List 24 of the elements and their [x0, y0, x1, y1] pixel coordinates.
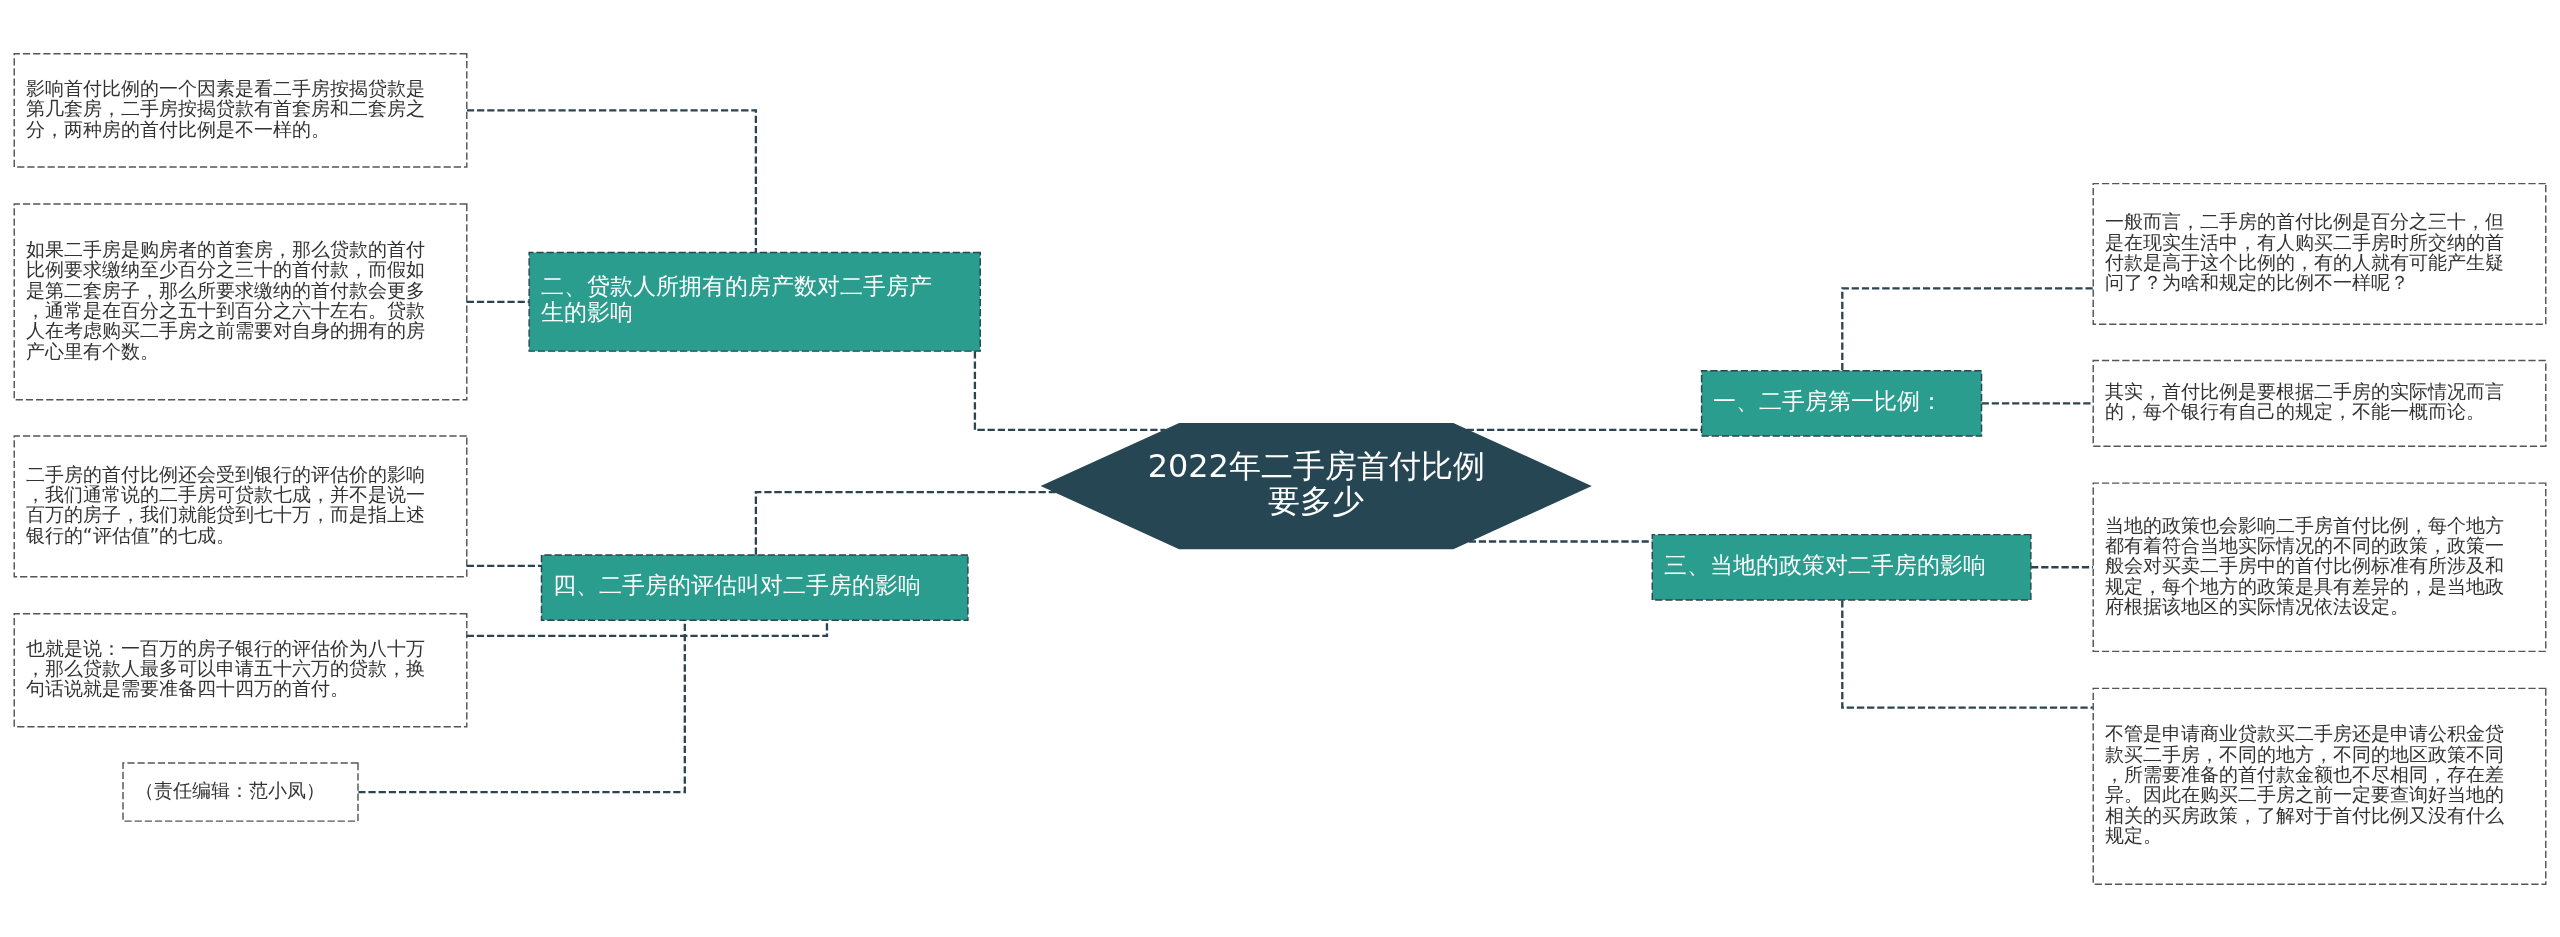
- node-box: 二手房的首付比例还会受到银行的评估价的影响，我们通常说的二手房可贷款七成，并不是说一百万的房子，我们就能贷到七十万，而是指上述银行的“评估值”的七成。: [13, 434, 468, 577]
- connector: [466, 620, 829, 637]
- connector: [1466, 428, 1702, 431]
- node-box: 其实，首付比例是要根据二手房的实际情况而言的，每个银行有自己的规定，不能一概而论。: [2092, 359, 2547, 447]
- node-box: 三、当地的政策对二手房的影响: [1651, 533, 2032, 601]
- node-box: 影响首付比例的一个因素是看二手房按揭贷款是第几套房，二手房按揭贷款有首套房和二套房之分，两种房的首付比例是不一样的。: [13, 52, 468, 168]
- node-box: （责任编辑：范小凤）: [122, 761, 359, 822]
- node-box: 不管是申请商业贷款买二手房还是申请公积金贷款买二手房，不同的地方，不同的地区政策不同，所需要准备的首付款金额也不尽相同，存在差异。因此在购买二手房之前一定要查询好当地的相关的买房政策，了解对于首付比例又没有什么规定。: [2092, 687, 2547, 885]
- node-box: 也就是说：一百万的房子银行的评估价为八十万，那么贷款人最多可以申请五十六万的贷款，换句话说就是需要准备四十四万的首付。: [13, 612, 468, 728]
- node-box: 四、二手房的评估叫对二手房的影响: [540, 553, 969, 621]
- connector: [466, 300, 529, 303]
- node-box: 一般而言，二手房的首付比例是百分之三十，但是在现实生活中，有人购买二手房时所交纳的首付款是高于这个比例的，有的人就有可能产生疑问了？为啥和规定的比例不一样呢？: [2092, 182, 2547, 325]
- connector: [466, 108, 758, 252]
- connector: [466, 564, 542, 567]
- connector: [1981, 401, 2094, 405]
- node-box: 如果二手房是购房者的首套房，那么贷款的首付比例要求缴纳至少百分之三十的首付款，而假如是第二套房子，那么所要求缴纳的首付款会更多，通常是在百分之五十到百分之六十左右。贷款人在考虑购买二手房之前需要对自身的拥有的房产心里有个数。: [13, 202, 468, 400]
- node-box: 二、贷款人所拥有的房产数对二手房产生的影响: [528, 251, 981, 352]
- connector: [2031, 565, 2093, 568]
- connector: [973, 350, 1166, 431]
- node-box: 当地的政策也会影响二手房首付比例，每个地方都有着符合当地实际情况的不同的政策，政策一般会对买卖二手房中的首付比例标准有所涉及和规定，每个地方的政策是具有差异的，是当地政府根据该地区的实际情况依法设定。: [2092, 481, 2547, 652]
- connector: [754, 490, 1056, 555]
- connector: [1841, 600, 2093, 709]
- node-box: 一、二手房第一比例：: [1700, 369, 1983, 437]
- connector: [1841, 286, 2093, 370]
